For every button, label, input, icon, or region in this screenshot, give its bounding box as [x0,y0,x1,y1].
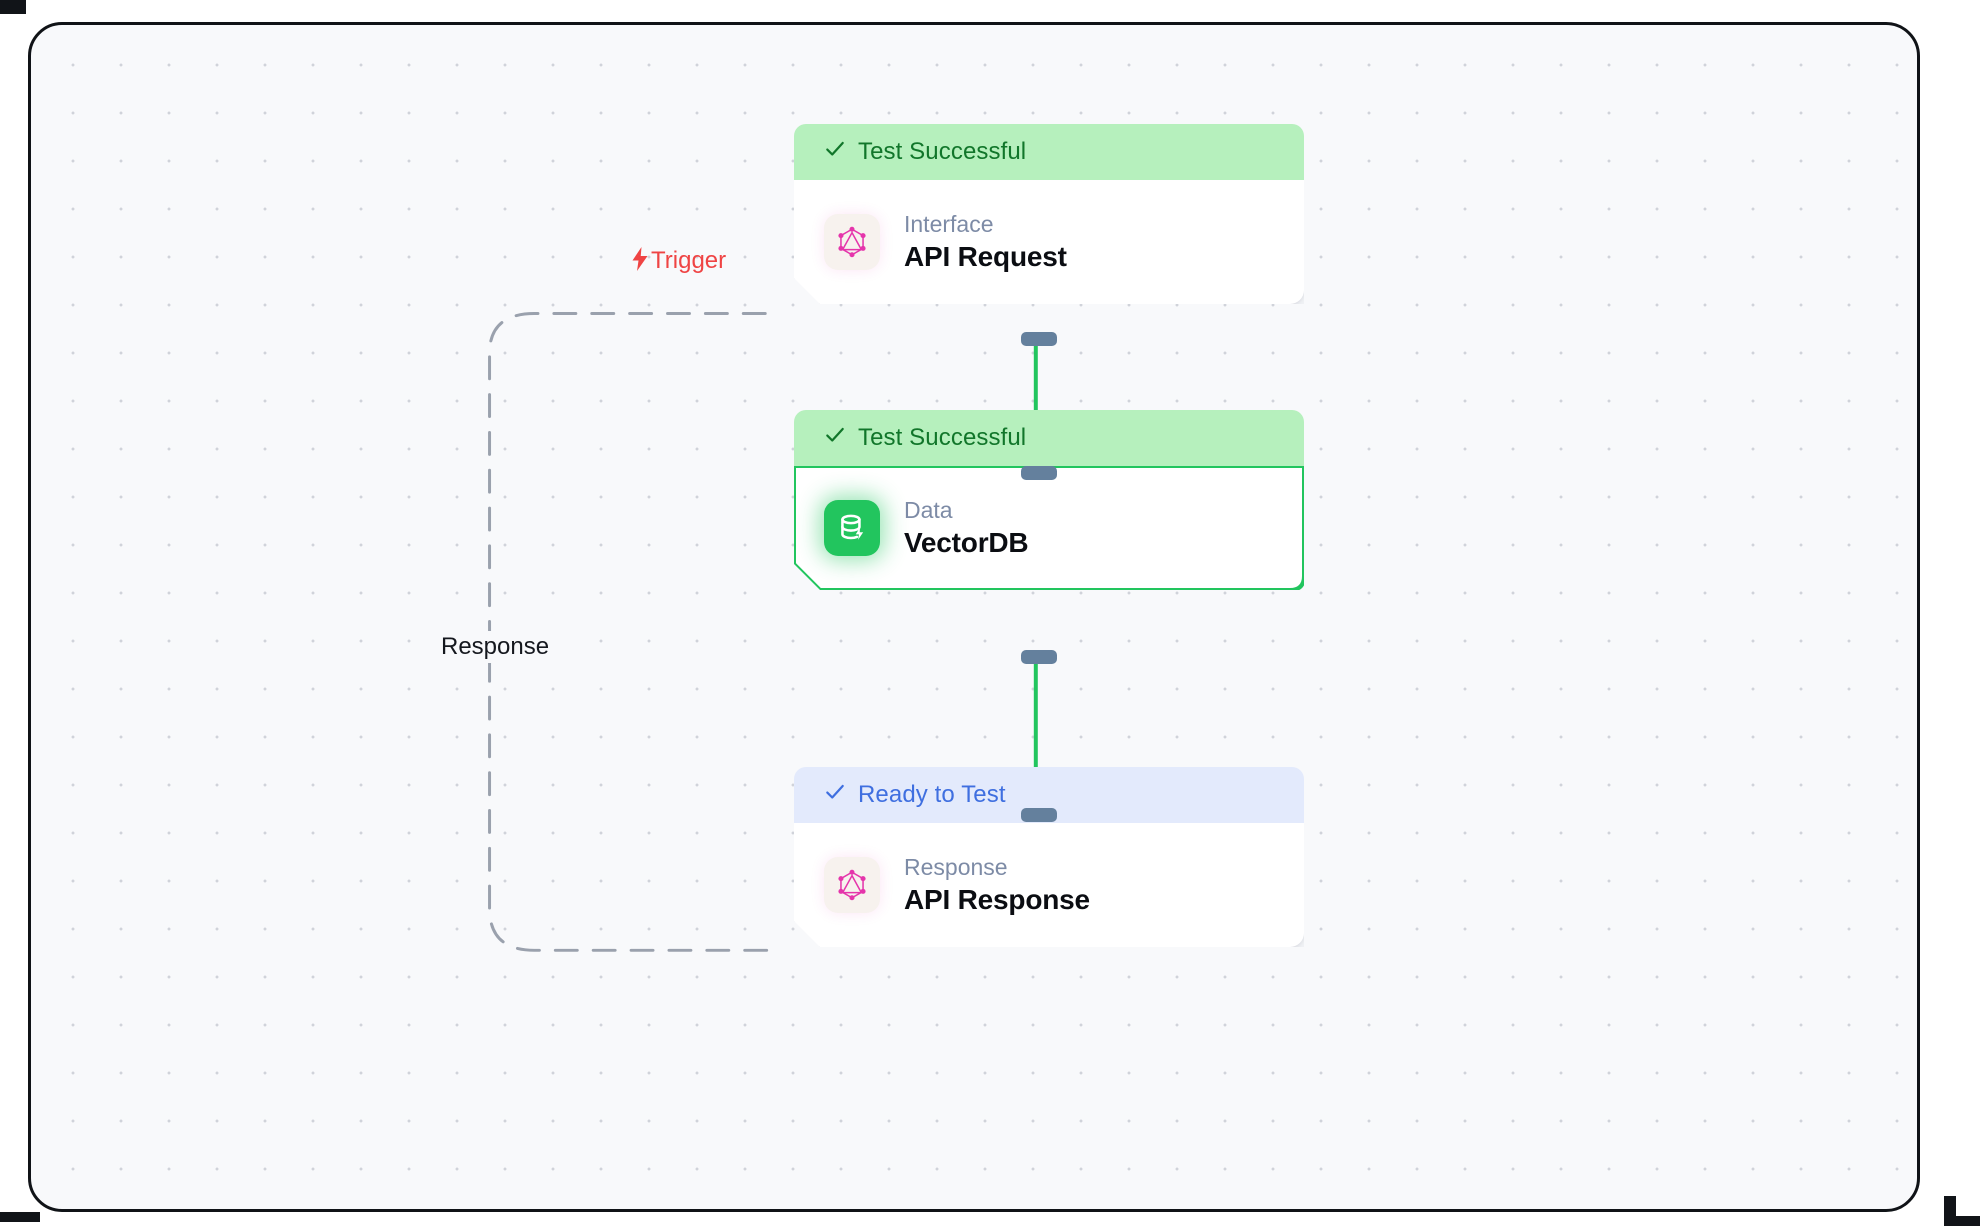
node-api-request-text: Interface API Request [904,211,1067,274]
crop-mark-bottom-left [0,1212,40,1222]
workflow-canvas[interactable]: Trigger Response Test Successful [28,22,1920,1212]
check-icon [824,424,846,451]
edge-label-response-text: Response [441,633,550,660]
node-api-response[interactable]: Ready to Test [794,767,1304,947]
node-api-request-kind: Interface [904,210,994,237]
node-vectordb-text: Data VectorDB [904,497,1028,560]
node-api-response-title: API Response [904,884,1090,916]
check-icon [824,138,846,165]
crop-mark-top-left [0,0,26,14]
node-vectordb-kind: Data [904,496,953,523]
lightning-bolt-icon [631,247,649,275]
check-icon [824,781,846,808]
node-api-request-body[interactable]: Interface API Request [794,180,1304,304]
node-vectordb-status: Test Successful [794,410,1304,466]
handle-api-request-source[interactable] [1021,332,1057,346]
handle-vectordb-source[interactable] [1021,650,1057,664]
edge-label-trigger-text: Trigger [651,247,727,274]
node-api-response-text: Response API Response [904,854,1090,917]
node-api-request[interactable]: Test Successful [794,124,1304,304]
node-api-response-body[interactable]: Response API Response [794,823,1304,947]
edge-label-trigger: Trigger [631,247,726,275]
graphql-icon [824,214,880,270]
node-api-request-status-label: Test Successful [858,138,1027,165]
node-api-request-status: Test Successful [794,124,1304,180]
graphql-icon [824,857,880,913]
handle-vectordb-target[interactable] [1021,466,1057,480]
node-api-request-title: API Request [904,241,1067,273]
edge-label-response: Response [431,631,560,663]
node-api-response-kind: Response [904,853,1008,880]
database-bolt-icon [824,500,880,556]
node-api-response-status-label: Ready to Test [858,781,1006,808]
handle-api-response-target[interactable] [1021,808,1057,822]
node-vectordb-body[interactable]: Data VectorDB [794,466,1304,590]
node-vectordb[interactable]: Test Successful Data VectorDB [794,410,1304,590]
crop-mark-bottom-right-2 [1944,1216,1980,1226]
node-vectordb-status-label: Test Successful [858,424,1027,451]
node-vectordb-title: VectorDB [904,527,1029,559]
